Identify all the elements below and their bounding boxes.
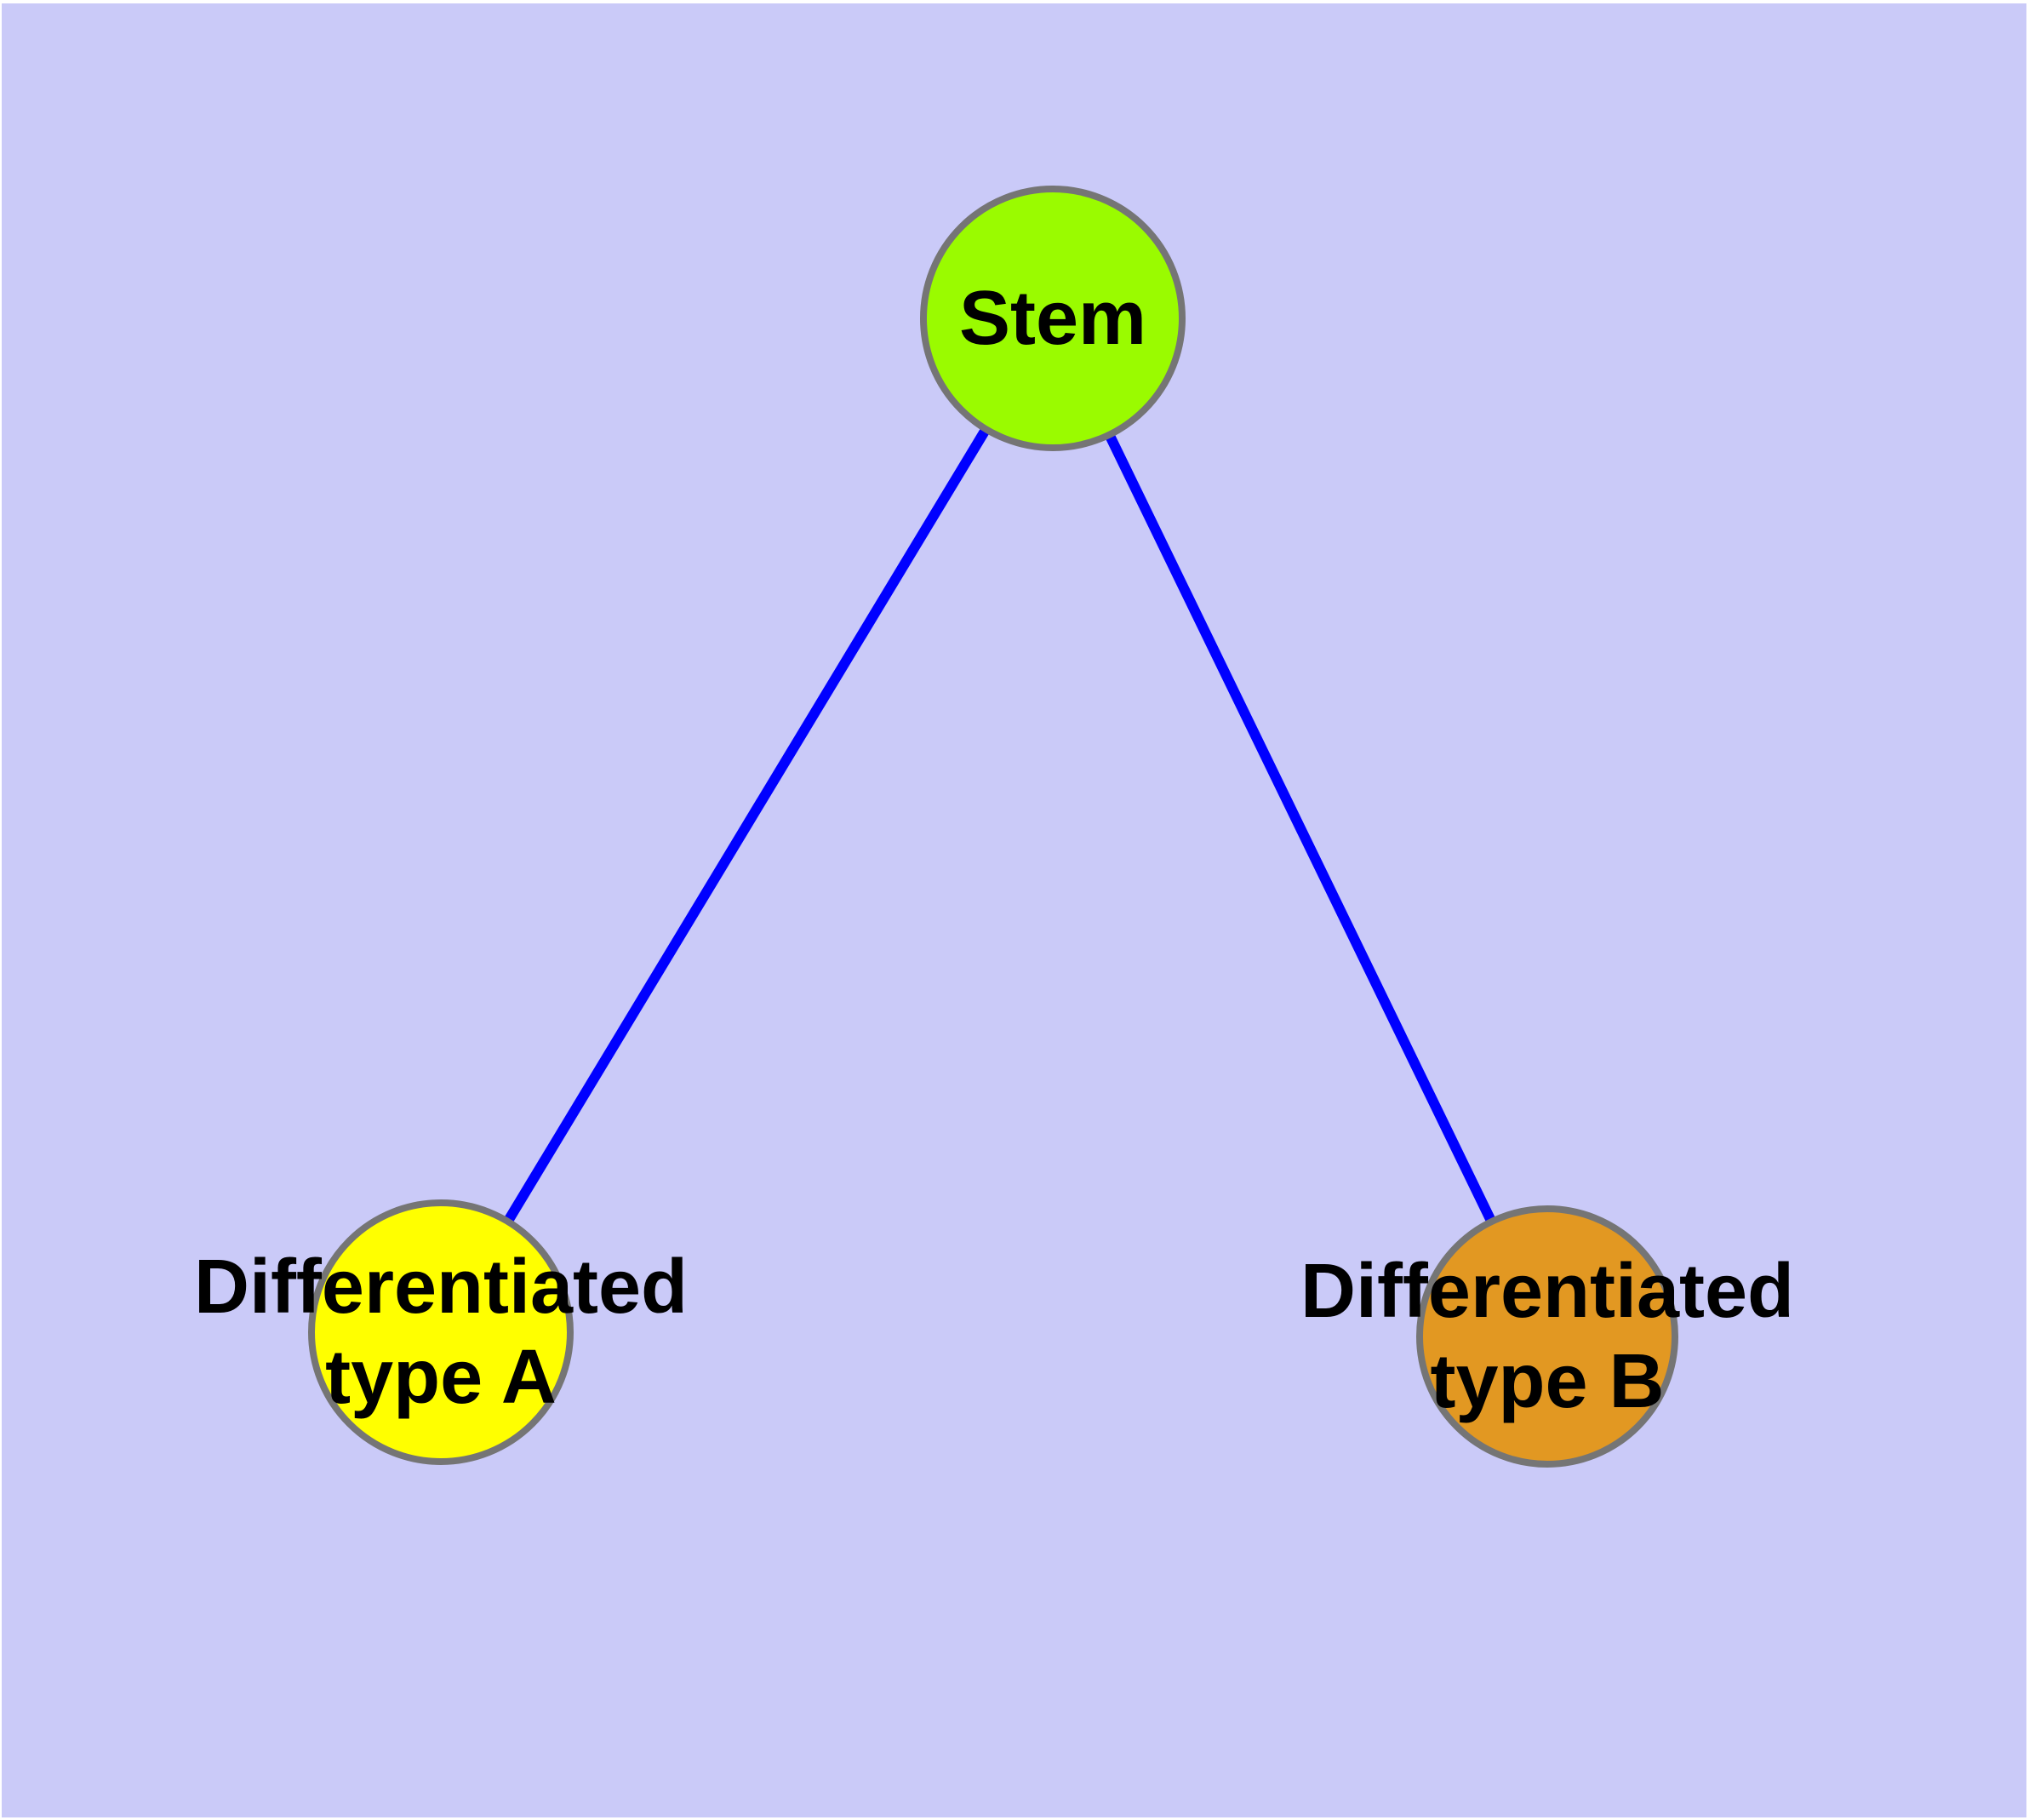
edge-stem-to-type-b: [1048, 316, 1552, 1339]
node-differentiated-type-a: [308, 1199, 574, 1465]
edge-stem-to-type-a: [436, 315, 1058, 1336]
node-stem: [920, 186, 1186, 451]
node-differentiated-type-b: [1416, 1205, 1678, 1468]
node-type-b-label-line-2: type B: [1430, 1339, 1664, 1424]
node-stem-label: Stem: [959, 276, 1146, 361]
node-type-b-label-line-1: Differentiated: [1300, 1249, 1794, 1334]
node-type-a-label-line-2: type A: [325, 1335, 557, 1420]
node-type-a-label-line-1: Differentiated: [194, 1245, 688, 1330]
